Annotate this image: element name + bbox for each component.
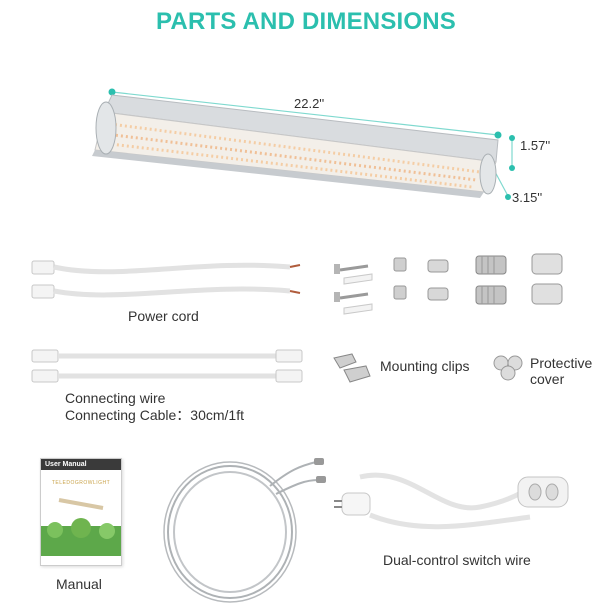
length-dim-dot-right	[494, 131, 502, 139]
fixture-bottom-edge	[92, 150, 484, 198]
connecting-cable-label: Connecting Cable：30cm/1ft	[65, 407, 244, 423]
page-title: PARTS AND DIMENSIONS	[155, 8, 456, 35]
height-dimension-label: 1.57''	[520, 138, 551, 153]
fixture-end-cap-left	[95, 101, 117, 155]
length-dim-dot-left	[108, 88, 116, 96]
protective-cover-label: Protective cover	[530, 355, 593, 387]
connecting-wire-illustration	[31, 349, 303, 383]
screw-icon	[334, 264, 369, 274]
grow-light-fixture-illustration	[92, 88, 515, 200]
screw-icon	[334, 292, 369, 302]
power-cord-illustration	[31, 260, 301, 299]
hanging-cable-illustration	[163, 458, 326, 603]
switch-wire-illustration	[334, 472, 569, 530]
mounting-clips-label: Mounting clips	[380, 358, 470, 374]
connecting-wire-label: Connecting wire	[65, 390, 166, 406]
manual-brand: TELEDOGROWLIGHT	[51, 480, 111, 486]
manual-cover-image	[41, 498, 121, 556]
length-dimension-label: 22.2''	[294, 96, 325, 111]
power-cord-label: Power cord	[128, 308, 199, 324]
protective-cover-icon	[493, 355, 523, 381]
user-manual-booklet: User Manual TELEDOGROWLIGHT	[40, 458, 122, 566]
fixture-end-cap-right	[479, 153, 497, 195]
switch-box	[517, 476, 569, 508]
length-dimension-line	[111, 91, 499, 136]
mounting-clips-icon	[333, 353, 371, 383]
manual-label: Manual	[56, 576, 102, 592]
width-dimension-label: 3.15''	[512, 190, 543, 205]
mounting-hardware-illustration	[334, 253, 563, 315]
switch-wire-label: Dual-control switch wire	[383, 552, 531, 568]
manual-heading: User Manual	[41, 459, 121, 470]
